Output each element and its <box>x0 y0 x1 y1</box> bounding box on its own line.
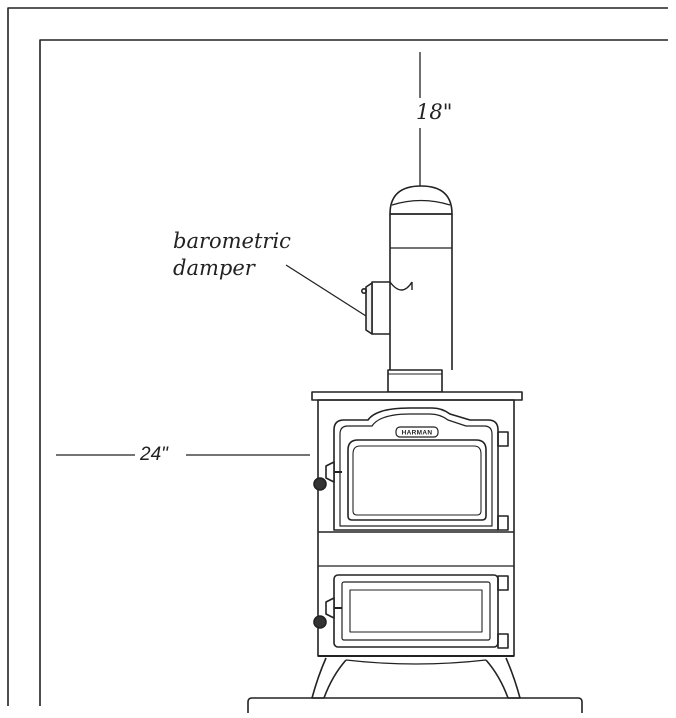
lower-hinge-bottom <box>497 633 509 649</box>
cap-band <box>391 199 451 206</box>
brand-plaque <box>395 426 439 438</box>
side-clearance-label: 24" <box>140 444 168 465</box>
flue-pipe <box>389 214 453 370</box>
upper-hinge-bottom <box>497 515 509 531</box>
outer-frame <box>7 7 668 706</box>
damper-label: barometric damper <box>173 228 291 282</box>
lower-door-inner <box>341 581 491 641</box>
damper-leader-line <box>285 264 367 317</box>
upper-door-inner <box>339 413 493 527</box>
lower-door-handle <box>325 597 335 619</box>
chimney-cap <box>389 185 453 215</box>
upper-hinge-top <box>497 431 509 447</box>
damper-label-line1: barometric <box>173 229 291 253</box>
barometric-damper <box>365 282 373 335</box>
stove-leg-left <box>311 657 347 699</box>
top-clearance-label: 18" <box>416 100 453 124</box>
stove-body <box>317 399 515 657</box>
upper-handle-knob <box>313 477 327 491</box>
upper-door-handle <box>325 461 335 483</box>
floor-protector <box>247 697 583 713</box>
upper-door-frame <box>333 407 499 531</box>
lower-door-frame <box>333 574 499 648</box>
damper-tee <box>371 281 413 335</box>
wall-outline <box>39 39 668 706</box>
stove-leg-right <box>485 657 521 699</box>
door-glass <box>347 439 487 521</box>
brand-name: HARMAN <box>402 430 433 437</box>
lower-door-panel <box>349 589 483 633</box>
damper-label-line2: damper <box>173 256 255 280</box>
damper-weight <box>360 287 367 294</box>
stove-top-plate <box>311 391 523 401</box>
stove-apron <box>345 659 487 665</box>
stove-collar <box>387 369 443 393</box>
lower-handle-knob <box>313 615 327 629</box>
lower-hinge-top <box>497 575 509 591</box>
